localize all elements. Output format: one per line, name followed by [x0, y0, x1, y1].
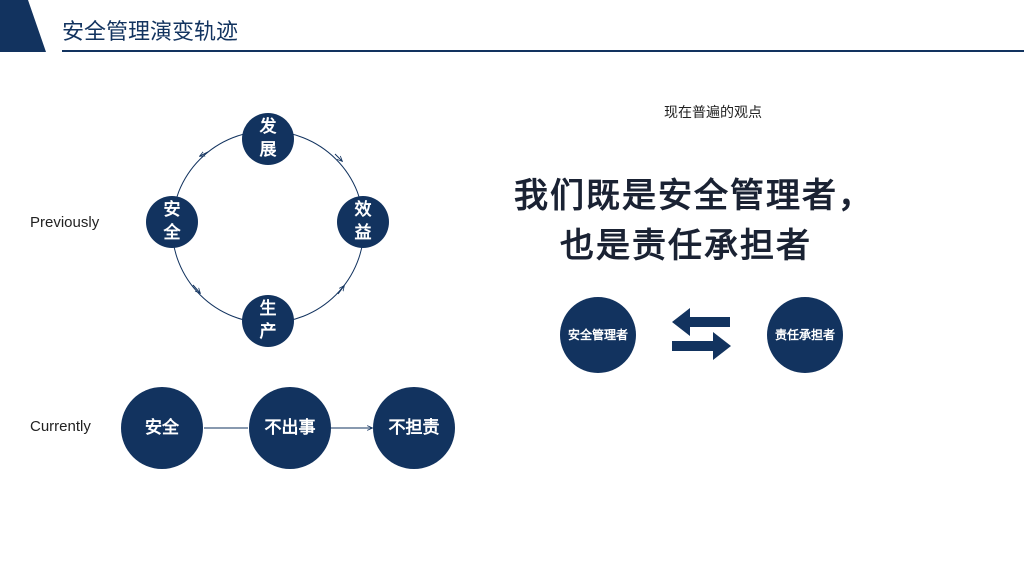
- statement-line-1: 我们既是安全管理者，: [514, 176, 874, 216]
- circle-safety-manager: 安全管理者: [560, 297, 636, 373]
- statement-line-2: 也是责任承担者: [560, 226, 812, 266]
- label-previously: Previously: [30, 214, 100, 231]
- cycle-arrow-bottom-left: [192, 284, 200, 293]
- label-currently: Currently: [30, 418, 91, 435]
- cycle-node-development: 发展: [242, 113, 294, 165]
- chain-node-no-responsibility: 不担责: [373, 387, 455, 469]
- page-title: 安全管理演变轨迹: [62, 20, 239, 45]
- cycle-node-benefit: 效益: [337, 196, 389, 248]
- exchange-arrows-icon: [672, 308, 731, 360]
- header-divider: [62, 50, 1024, 52]
- cycle-node-production: 生产: [242, 295, 294, 347]
- header-accent-shape: [0, 0, 46, 52]
- cycle-arrow-bottom-right: [337, 286, 344, 295]
- chain-node-safety: 安全: [121, 387, 203, 469]
- circle-responsibility-bearer: 责任承担者: [767, 297, 843, 373]
- cycle-node-safety: 安全: [146, 196, 198, 248]
- cycle-arrow-top-left: [200, 152, 209, 156]
- viewpoint-caption: 现在普遍的观点: [664, 105, 762, 121]
- cycle-arrow-top-right: [334, 153, 342, 161]
- chain-node-no-accident: 不出事: [249, 387, 331, 469]
